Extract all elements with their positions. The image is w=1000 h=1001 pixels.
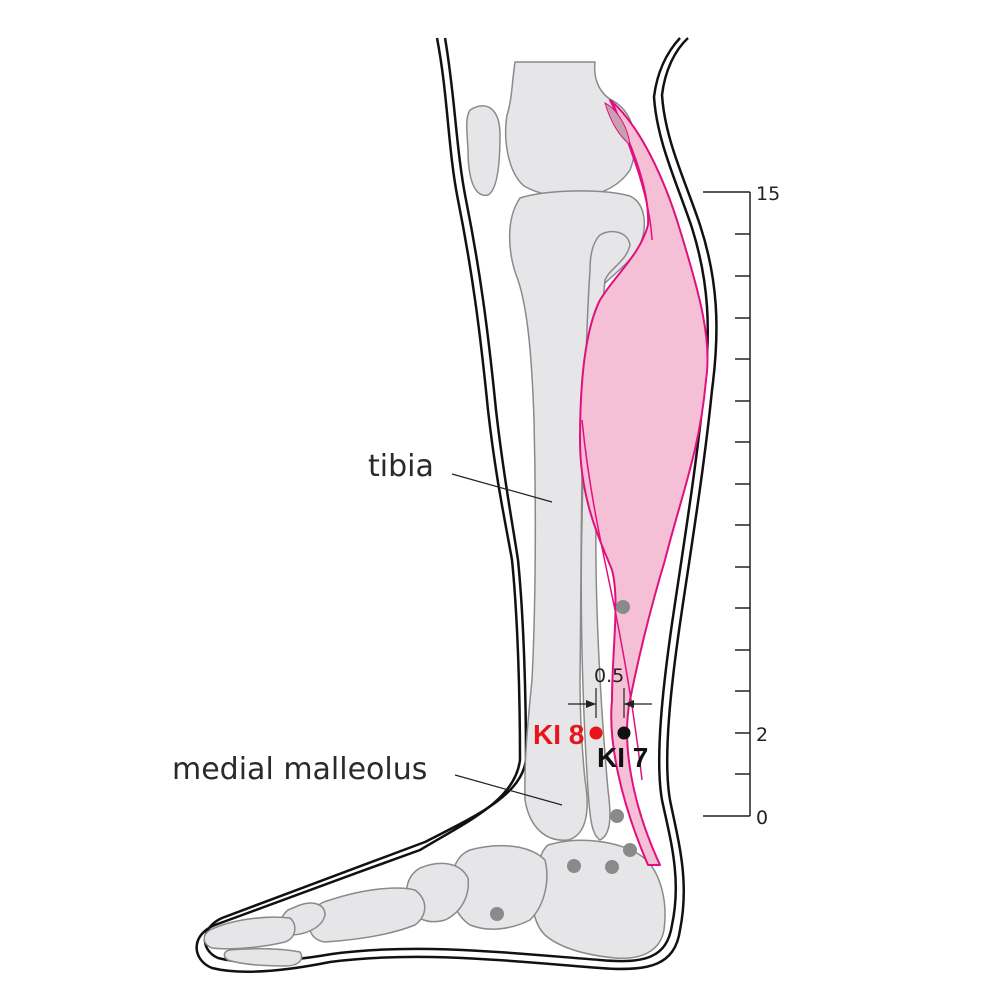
- landmark-dot: [567, 859, 581, 873]
- ki8-point: [589, 726, 603, 740]
- calf-muscle: [579, 99, 709, 866]
- toes: [203, 916, 296, 950]
- scale-label-bottom: 0: [756, 807, 768, 829]
- medial-malleolus-label: medial malleolus: [172, 752, 427, 787]
- ki7-label: KI 7: [597, 742, 648, 773]
- metatarsals: [308, 887, 426, 943]
- patella: [466, 105, 501, 196]
- landmark-dot: [490, 907, 504, 921]
- landmark-dot: [623, 843, 637, 857]
- landmark-dot: [605, 860, 619, 874]
- distance-bracket: [568, 688, 652, 718]
- malleolus-leader: [454, 774, 563, 806]
- distance-label: 0.5: [594, 665, 624, 687]
- bones: [203, 61, 666, 967]
- tibia-leader: [451, 473, 553, 503]
- scale-label-mid: 2: [756, 724, 768, 746]
- leader-lines: [451, 473, 563, 806]
- tibia-label: tibia: [368, 449, 434, 484]
- scale-bar: [703, 191, 751, 817]
- landmark-dot: [610, 809, 624, 823]
- landmark-dots: [490, 600, 637, 921]
- femur: [504, 61, 636, 198]
- distance-arrows: [586, 700, 634, 708]
- ki7-point: [617, 726, 631, 740]
- landmark-dot: [616, 600, 630, 614]
- scale-label-top: 15: [756, 183, 780, 205]
- ki8-label: KI 8: [533, 719, 584, 750]
